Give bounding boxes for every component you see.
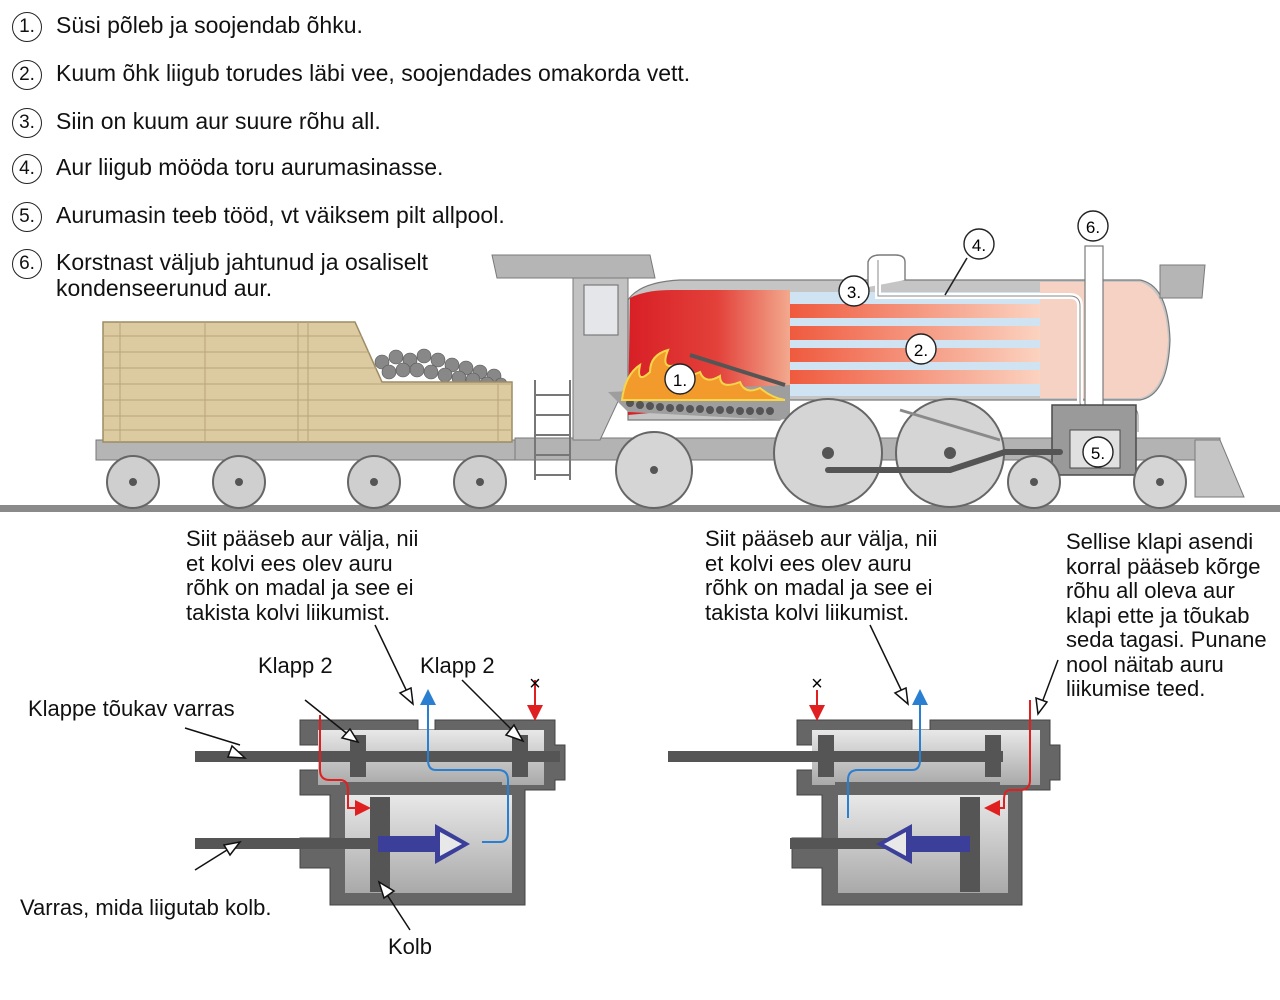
right-exhaust-note: Siit pääseb aur välja, nii et kolvi ees … <box>705 526 938 625</box>
right-valve-note: Sellise klapi asendi korral pääseb kõrge… <box>1066 529 1267 701</box>
left-steam-out-path <box>420 689 509 843</box>
smokebox <box>1040 282 1168 398</box>
right-valve-rod <box>668 751 1003 762</box>
left-divider <box>340 782 502 792</box>
left-piston-arrow-head <box>440 832 462 856</box>
right-valve-1 <box>818 735 834 777</box>
marker-3: 3. <box>838 275 870 307</box>
headlight <box>1159 264 1206 299</box>
left-piston-rod <box>195 838 375 849</box>
marker-1-label: 1. <box>673 371 687 390</box>
legend-text-4: Aur liigub mööda toru aurumasinasse. <box>56 154 444 180</box>
tender <box>95 321 525 509</box>
left-piston-arrow <box>378 824 470 864</box>
deflector-plate <box>689 353 786 387</box>
marker-2: 2. <box>905 333 937 365</box>
locomotive-wheels <box>615 398 1187 509</box>
left-pointer-arrows <box>184 624 525 931</box>
fire-tubes <box>790 304 1040 384</box>
marker-6: 6. <box>1077 210 1109 242</box>
fire-tube <box>790 370 1040 384</box>
legend-item-4: 4. Aur liigub mööda toru aurumasinasse. <box>12 154 443 194</box>
legend-number-3: 3. <box>12 108 42 138</box>
marker-3-label: 3. <box>847 283 861 302</box>
legend-item-1: 1. Süsi põleb ja soojendab õhku. <box>12 12 363 52</box>
left-exhaust-note: Siit pääseb aur välja, nii et kolvi ees … <box>186 526 419 625</box>
left-piston-rod-label: Varras, mida liigutab kolb. <box>20 895 272 920</box>
left-cylinder-diagram: × <box>184 624 566 931</box>
left-valve-rod <box>195 751 560 762</box>
legend-number-4: 4. <box>12 154 42 184</box>
left-valve-label-1: Klapp 2 <box>258 653 333 678</box>
fire-tube <box>790 326 1040 340</box>
fire-tube <box>790 304 1040 318</box>
legend-text-2: Kuum õhk liigub torudes läbi vee, soojen… <box>56 60 691 86</box>
chimney <box>1084 245 1104 407</box>
left-valve-2 <box>512 735 528 777</box>
left-rod-label: Klappe tõukav varras <box>28 696 235 721</box>
right-divider <box>835 782 1000 792</box>
connecting-rods <box>825 449 1063 473</box>
legend-text-1: Süsi põleb ja soojendab õhku. <box>56 12 363 38</box>
firebox-coal <box>626 399 774 415</box>
valve-linkage <box>899 408 1001 442</box>
right-piston-arrow-head <box>884 832 906 856</box>
legend-item-6: 6. Korstnast väljub jahtunud ja osalisel… <box>12 249 428 309</box>
cab-window <box>583 284 619 336</box>
cab-roof <box>491 254 656 279</box>
marker-2-label: 2. <box>914 341 928 360</box>
locomotive <box>491 245 1245 509</box>
left-valve-1 <box>350 735 366 777</box>
left-blocked-mark: × <box>529 673 541 695</box>
legend-number-1: 1. <box>12 12 42 42</box>
right-pointer-arrows <box>869 624 1059 716</box>
right-steam-in-path <box>984 700 1031 816</box>
tender-frame <box>95 439 525 461</box>
left-piston-label: Kolb <box>388 934 433 959</box>
marker-4: 4. <box>944 228 995 296</box>
right-valve-2 <box>985 735 1001 777</box>
left-steam-in-path <box>319 715 371 816</box>
legend-text-6: Korstnast väljub jahtunud ja osaliselt k… <box>56 249 429 301</box>
right-blocked-mark: × <box>811 673 823 695</box>
right-cylinder-diagram: × <box>668 624 1061 906</box>
cowcatcher <box>1194 439 1245 498</box>
marker-5: 5. <box>1082 436 1114 468</box>
marker-5-label: 5. <box>1091 444 1105 463</box>
marker-4-label: 4. <box>972 236 986 255</box>
tender-planks <box>103 322 512 442</box>
marker-1: 1. <box>664 363 696 395</box>
right-steam-out-path <box>847 689 928 818</box>
legend-item-2: 2. Kuum õhk liigub torudes läbi vee, soo… <box>12 60 690 100</box>
legend-number-2: 2. <box>12 60 42 90</box>
tender-wheels <box>106 455 507 509</box>
legend-text-3: Siin on kuum aur suure rõhu all. <box>56 108 381 134</box>
marker-6-label: 6. <box>1086 218 1100 237</box>
legend-text-5: Aurumasin teeb tööd, vt väiksem pilt all… <box>56 202 505 228</box>
legend-item-5: 5. Aurumasin teeb tööd, vt väiksem pilt … <box>12 202 505 242</box>
legend-number-5: 5. <box>12 202 42 232</box>
left-valve-label-2: Klapp 2 <box>420 653 495 678</box>
ladder <box>534 380 571 480</box>
legend-item-3: 3. Siin on kuum aur suure rõhu all. <box>12 108 381 148</box>
right-piston-arrow <box>876 824 970 864</box>
rail <box>0 505 1280 512</box>
legend-number-6: 6. <box>12 249 42 279</box>
